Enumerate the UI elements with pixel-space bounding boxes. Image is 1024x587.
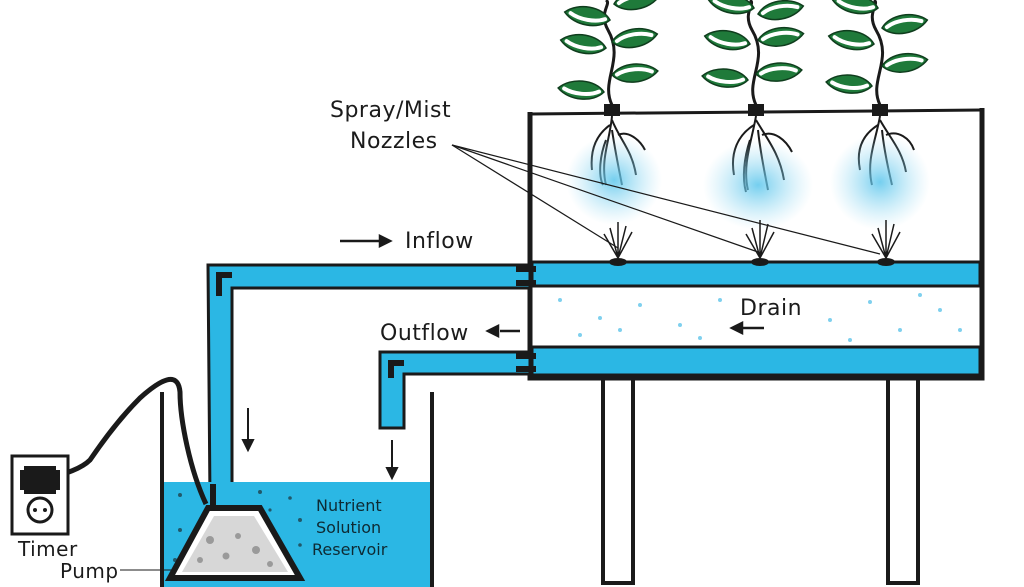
outflow-pipe <box>378 350 536 430</box>
flow-arrow-icon <box>385 440 399 481</box>
chamber-leg-right <box>886 376 920 585</box>
mist-cloud <box>703 140 813 230</box>
timer-label: Timer <box>17 537 78 561</box>
plant-icon <box>555 0 663 106</box>
nozzle-pointer-lines <box>451 144 881 255</box>
drain-label: Drain <box>740 296 802 321</box>
mist-nozzle-icon <box>603 222 633 266</box>
reservoir-label-line3: Reservoir <box>312 540 388 559</box>
plant-icon <box>699 0 807 106</box>
inflow-pipe <box>206 263 536 502</box>
drain-droplets <box>558 293 962 342</box>
spray-bar <box>530 260 982 288</box>
mist-nozzle-icon <box>745 220 775 266</box>
plant-2 <box>699 0 813 266</box>
flow-arrow-icon <box>485 323 520 339</box>
pump-label: Pump <box>60 559 119 583</box>
pump-icon <box>164 484 306 581</box>
power-outlet-icon <box>10 454 70 536</box>
flow-arrow-icon <box>340 233 393 249</box>
mist-cloud <box>830 134 930 230</box>
power-cable <box>49 377 209 506</box>
flow-arrow-icon <box>241 408 255 453</box>
inflow-label: Inflow <box>405 229 474 254</box>
mist-nozzle-icon <box>871 220 901 266</box>
outflow-label: Outflow <box>380 321 469 346</box>
flow-arrow-icon <box>729 320 764 336</box>
plant-1 <box>555 0 663 266</box>
plant-3 <box>823 0 931 266</box>
plant-icon <box>823 0 931 106</box>
mist-cloud <box>566 135 662 225</box>
reservoir-label-line2: Solution <box>316 518 381 537</box>
spray-label-line1: Spray/Mist <box>330 98 451 123</box>
reservoir-label-line1: Nutrient <box>316 496 382 515</box>
spray-label-line2: Nozzles <box>350 129 438 154</box>
chamber-leg-left <box>601 376 635 585</box>
drain-channel <box>530 345 982 377</box>
